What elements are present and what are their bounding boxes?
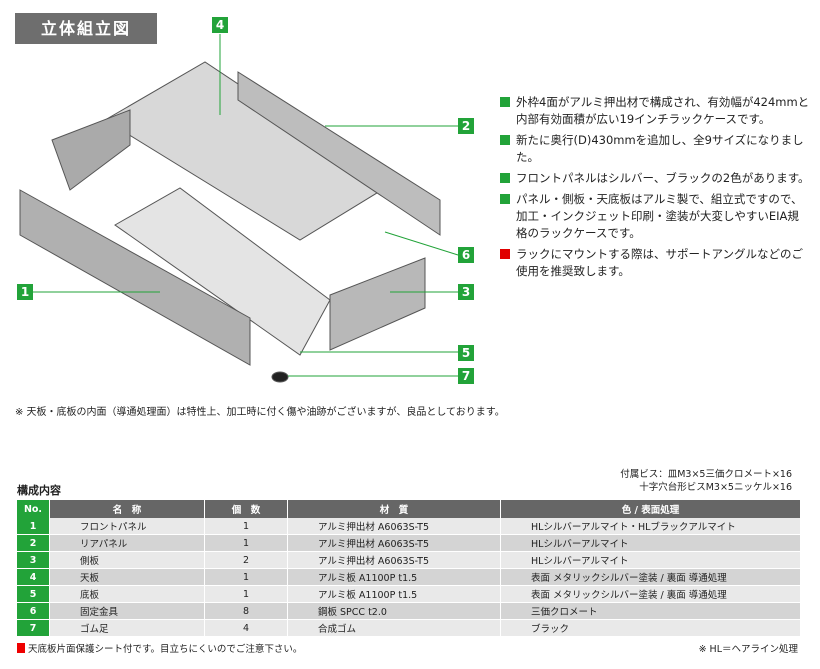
- feature-text: フロントパネルはシルバー、ブラックの2色があります。: [516, 171, 810, 185]
- row-qty: 1: [204, 534, 288, 552]
- feature-item: パネル・側板・天底板はアルミ製で、組立式ですので、加工・インクジェット印刷・塗装…: [500, 191, 810, 242]
- accessory-line: 付属ビス：皿M3×5三価クロメート×16: [620, 469, 792, 480]
- callout-1: 1: [17, 284, 33, 300]
- row-qty: 1: [204, 585, 288, 603]
- feature-text: ラックにマウントする際は、サポートアングルなどのご使用を推奨致します。: [516, 247, 804, 278]
- row-finish: HLシルバーアルマイト: [500, 534, 801, 552]
- accessories-note: 付属ビス：皿M3×5三価クロメート×16 十字穴台形ビスM3×5ニッケル×16: [620, 468, 792, 494]
- callout-4: 4: [212, 17, 228, 33]
- row-no: 1: [17, 518, 50, 535]
- section-title-badge: 立体組立図: [15, 13, 157, 44]
- hl-note: ※ HL＝ヘアライン処理: [698, 644, 798, 655]
- row-name: 底板: [49, 585, 205, 603]
- feature-text: 新たに奥行(D)430mmを追加し、全9サイズになりました。: [516, 133, 804, 164]
- row-material: アルミ押出材 A6063S-T5: [287, 534, 501, 552]
- green-square-icon: [500, 97, 510, 107]
- header-no: No.: [17, 500, 50, 518]
- footnote-text: 天底板片面保護シート付です。目立ちにくいのでご注意下さい。: [28, 644, 303, 655]
- assembly-diagram: [19, 34, 459, 383]
- callout-3: 3: [458, 284, 474, 300]
- row-name: 天板: [49, 568, 205, 586]
- green-square-icon: [500, 173, 510, 183]
- header-finish: 色 / 表面処理: [500, 500, 801, 518]
- footnote: 天底板片面保護シート付です。目立ちにくいのでご注意下さい。: [17, 641, 302, 655]
- feature-item: 新たに奥行(D)430mmを追加し、全9サイズになりました。: [500, 132, 810, 166]
- feature-text: 外枠4面がアルミ押出材で構成され、有効幅が424mmと内部有効面積が広い19イン…: [516, 95, 810, 126]
- row-finish: HLシルバーアルマイト: [500, 551, 801, 569]
- row-no: 3: [17, 551, 50, 569]
- front-panel: [19, 189, 251, 366]
- feature-list: 外枠4面がアルミ押出材で構成され、有効幅が424mmと内部有効面積が広い19イン…: [500, 94, 810, 284]
- red-square-icon: [17, 643, 25, 653]
- row-no: 6: [17, 602, 50, 620]
- row-material: アルミ押出材 A6063S-T5: [287, 518, 501, 535]
- row-qty: 4: [204, 619, 288, 637]
- row-finish: HLシルバーアルマイト・HLブラックアルマイト: [500, 518, 801, 535]
- feature-item: 外枠4面がアルミ押出材で構成され、有効幅が424mmと内部有効面積が広い19イン…: [500, 94, 810, 128]
- rubber-foot: [271, 371, 289, 383]
- callout-5: 5: [458, 345, 474, 361]
- row-qty: 2: [204, 551, 288, 569]
- callout-7: 7: [458, 368, 474, 384]
- row-qty: 1: [204, 568, 288, 586]
- row-qty: 8: [204, 602, 288, 620]
- row-material: 合成ゴム: [287, 619, 501, 637]
- header-material: 材 質: [287, 500, 501, 518]
- side-panel-left: [51, 109, 131, 191]
- feature-text: パネル・側板・天底板はアルミ製で、組立式ですので、加工・インクジェット印刷・塗装…: [516, 192, 803, 240]
- green-square-icon: [500, 135, 510, 145]
- header-qty: 個 数: [204, 500, 288, 518]
- row-no: 5: [17, 585, 50, 603]
- callout-6: 6: [458, 247, 474, 263]
- row-no: 7: [17, 619, 50, 637]
- row-name: 側板: [49, 551, 205, 569]
- row-finish: 表面 メタリックシルバー塗装 / 裏面 導通処理: [500, 585, 801, 603]
- feature-item: フロントパネルはシルバー、ブラックの2色があります。: [500, 170, 810, 187]
- components-title: 構成内容: [17, 484, 61, 497]
- red-square-icon: [500, 249, 510, 259]
- row-no: 2: [17, 534, 50, 552]
- row-finish: 表面 メタリックシルバー塗装 / 裏面 導通処理: [500, 568, 801, 586]
- row-material: 鋼板 SPCC t2.0: [287, 602, 501, 620]
- row-name: リアパネル: [49, 534, 205, 552]
- feature-item: ラックにマウントする際は、サポートアングルなどのご使用を推奨致します。: [500, 246, 810, 280]
- header-name: 名 称: [49, 500, 205, 518]
- side-panel-right: [329, 257, 426, 351]
- green-square-icon: [500, 194, 510, 204]
- accessory-line: 十字穴台形ビスM3×5ニッケル×16: [639, 482, 792, 493]
- row-finish: ブラック: [500, 619, 801, 637]
- row-finish: 三価クロメート: [500, 602, 801, 620]
- row-material: アルミ押出材 A6063S-T5: [287, 551, 501, 569]
- row-name: 固定金具: [49, 602, 205, 620]
- row-name: ゴム足: [49, 619, 205, 637]
- surface-note: ※ 天板・底板の内面（導通処理面）は特性上、加工時に付く傷や油跡がございますが、…: [15, 407, 505, 418]
- row-material: アルミ板 A1100P t1.5: [287, 585, 501, 603]
- callout-2: 2: [458, 118, 474, 134]
- rear-panel: [237, 71, 441, 236]
- row-material: アルミ板 A1100P t1.5: [287, 568, 501, 586]
- row-no: 4: [17, 568, 50, 586]
- row-name: フロントパネル: [49, 518, 205, 535]
- row-qty: 1: [204, 518, 288, 535]
